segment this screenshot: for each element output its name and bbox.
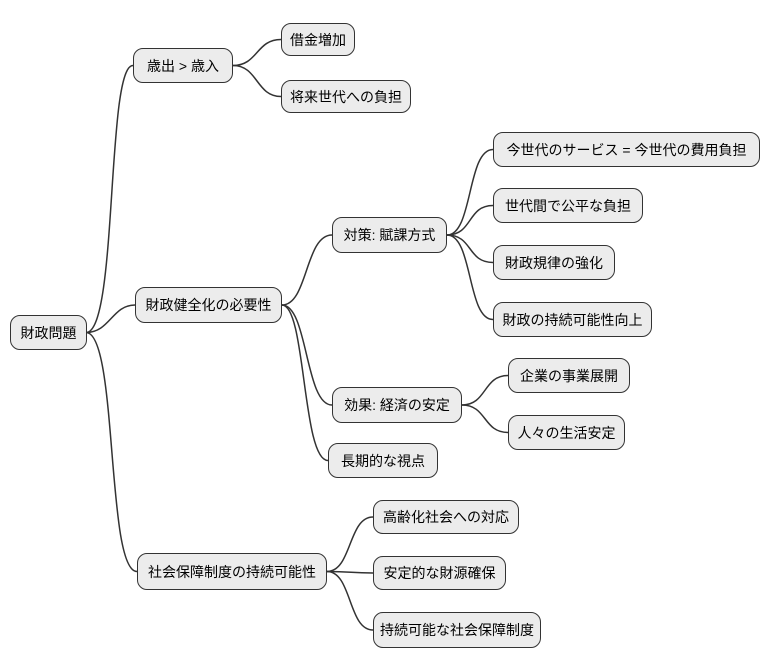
edge-social-to-funding xyxy=(326,570,374,574)
node-current-gen-service-equals-cost: 今世代のサービス = 今世代の費用負担 xyxy=(493,132,760,167)
node-stable-livelihoods: 人々の生活安定 xyxy=(508,415,625,450)
node-stable-funding: 安定的な財源確保 xyxy=(373,556,506,590)
edge-root-to-consolidation xyxy=(85,304,136,334)
node-business-expansion: 企業の事業展開 xyxy=(508,358,630,393)
edge-measure-to-fair-burden xyxy=(446,204,494,236)
node-long-term-perspective: 長期的な視点 xyxy=(328,443,438,478)
edge-measure-to-current-gen xyxy=(446,148,494,236)
edge-effect-to-livelihood xyxy=(461,404,509,434)
edge-measure-to-discipline xyxy=(446,234,494,264)
node-debt-increase: 借金増加 xyxy=(281,23,355,56)
edge-root-to-expenditure xyxy=(85,64,134,334)
edge-consolidation-to-effect xyxy=(281,304,333,406)
node-measure-pay-as-you-go: 対策: 賦課方式 xyxy=(332,217,447,253)
node-improve-fiscal-sustainability: 財政の持続可能性向上 xyxy=(493,302,652,337)
node-strengthen-fiscal-discipline: 財政規律の強化 xyxy=(493,245,615,280)
node-social-security-sustainability: 社会保障制度の持続可能性 xyxy=(137,553,327,590)
node-fair-burden-across-generations: 世代間で公平な負担 xyxy=(493,188,643,223)
edge-measure-to-sustainability xyxy=(446,234,494,321)
edge-consolidation-to-measure xyxy=(281,234,333,306)
node-aging-society-response: 高齢化社会への対応 xyxy=(373,500,519,534)
edge-social-to-sustainable-system xyxy=(326,570,374,631)
node-expenditure-exceeds-revenue: 歳出 > 歳入 xyxy=(133,48,233,83)
edge-expenditure-to-debt xyxy=(232,38,282,67)
node-burden-on-future-generations: 将来世代への負担 xyxy=(281,80,411,113)
edge-effect-to-business xyxy=(461,374,509,406)
edge-root-to-social-security xyxy=(85,331,138,573)
edge-social-to-aging xyxy=(326,516,374,573)
node-need-for-fiscal-consolidation: 財政健全化の必要性 xyxy=(135,287,282,323)
node-effect-economic-stability: 効果: 経済の安定 xyxy=(332,387,462,423)
node-sustainable-social-security: 持続可能な社会保障制度 xyxy=(373,612,541,648)
node-fiscal-problem: 財政問題 xyxy=(10,315,87,350)
edge-expenditure-to-future-burden xyxy=(232,64,282,98)
edge-consolidation-to-longterm xyxy=(281,304,329,462)
